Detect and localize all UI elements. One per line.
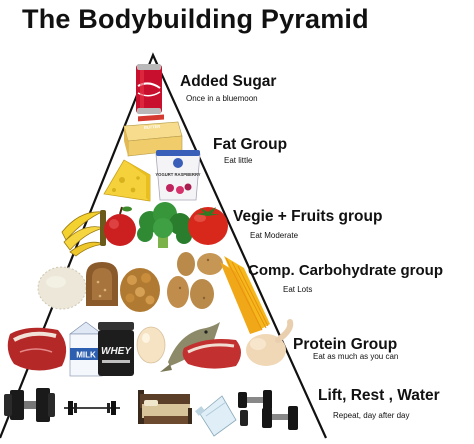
rice-icon — [37, 266, 87, 310]
chicken-icon — [246, 319, 294, 366]
potato-icon — [167, 252, 223, 309]
dumbbells-icon — [238, 390, 298, 430]
tier-note-added-sugar: Once in a bluemoon — [186, 94, 258, 103]
egg-icon — [136, 326, 166, 364]
yogurt-cup-icon: YOGURT RASPBERRY — [155, 150, 201, 201]
tier-label-fat-group: Fat Group — [213, 136, 288, 153]
pyramid-outline — [0, 52, 328, 439]
water-bottle-icon — [195, 395, 237, 437]
tier-note-vegie-fruits: Eat Moderate — [250, 231, 299, 240]
banana-icon — [61, 210, 106, 257]
tier-label-lift-rest-water: Lift, Rest , Water — [318, 387, 440, 404]
milk-carton-icon: MILK — [69, 321, 103, 377]
barbell-icon — [64, 401, 120, 415]
whey-text: WHEY — [101, 346, 132, 357]
milk-text: MILK — [76, 351, 96, 360]
apple-icon — [104, 206, 136, 246]
tier-note-fat-group: Eat little — [224, 156, 253, 165]
butter-icon: BUTTER — [123, 114, 183, 157]
diagram-title: The Bodybuilding Pyramid — [22, 4, 369, 34]
bed-icon — [138, 390, 192, 424]
butter-text: BUTTER — [144, 124, 160, 130]
tier-note-lift-rest-water: Repeat, day after day — [333, 411, 410, 420]
tier-label-protein: Protein Group — [293, 336, 398, 353]
dumbbell-icon — [4, 388, 55, 422]
tier-note-protein: Eat as much as you can — [313, 352, 399, 361]
tomato-icon — [188, 207, 228, 245]
whey-tub-icon: WHEY — [98, 322, 134, 376]
tier-label-vegie-fruits: Vegie + Fruits group — [233, 208, 383, 225]
tier-note-carbohydrate: Eat Lots — [283, 285, 313, 294]
pasta-icon — [220, 256, 270, 334]
tier-label-carbohydrate: Comp. Carbohydrate group — [248, 262, 444, 279]
yogurt-text: YOGURT RASPBERRY — [155, 172, 200, 177]
tier-label-added-sugar: Added Sugar — [180, 73, 277, 90]
cheese-icon — [103, 159, 151, 202]
bread-icon — [86, 262, 118, 306]
broccoli-icon — [137, 202, 192, 248]
steak-icon — [7, 327, 67, 371]
beef-icon — [182, 339, 241, 369]
cereal-icon — [120, 268, 160, 312]
cola-can-icon — [136, 64, 162, 114]
